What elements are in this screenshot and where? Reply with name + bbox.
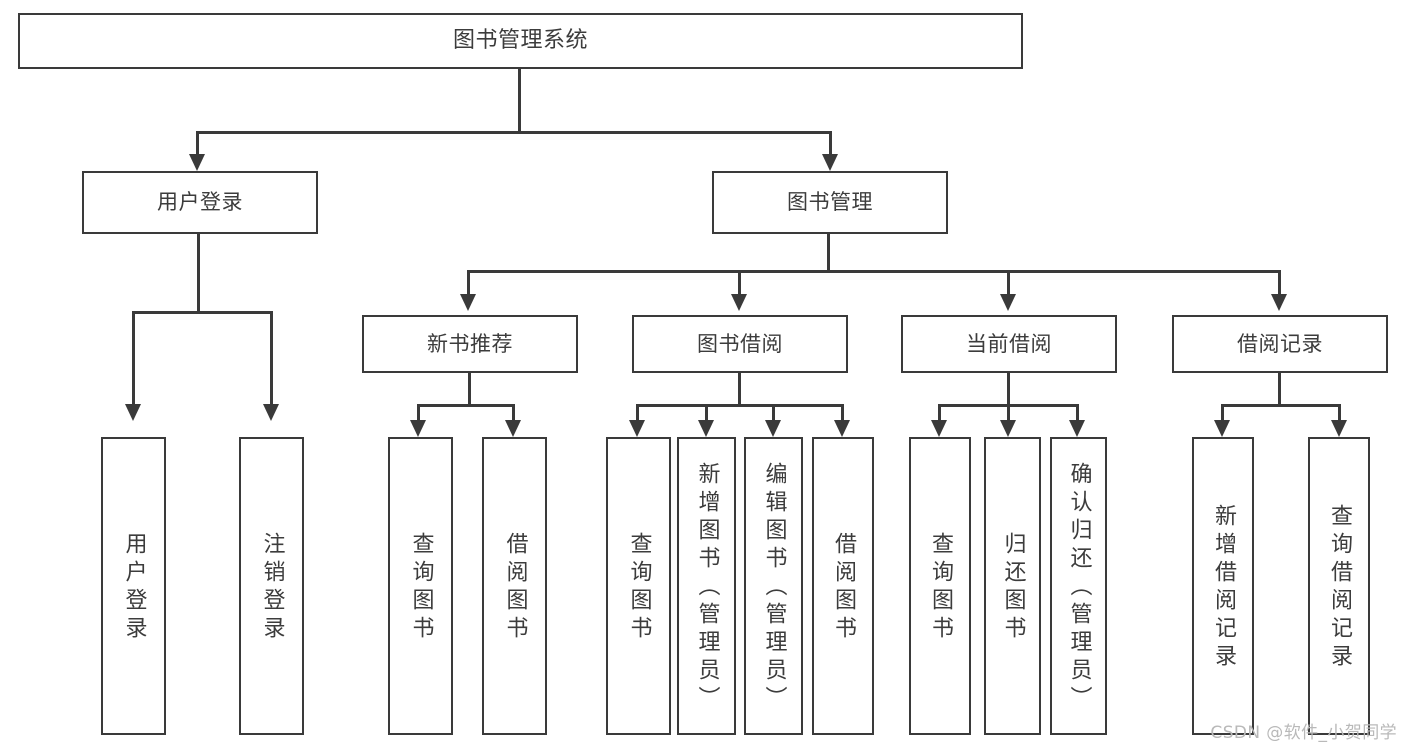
node-label: 新增借阅记录 bbox=[1210, 504, 1236, 672]
connector-root-stem bbox=[518, 69, 521, 132]
connector-leaf-drop-9 bbox=[1221, 404, 1224, 420]
connector-leaf-drop-5 bbox=[841, 404, 844, 420]
node-label: 查询借阅记录 bbox=[1326, 504, 1352, 672]
node-label: 借阅图书 bbox=[502, 532, 528, 644]
node-level1-0[interactable]: 用户登录 bbox=[82, 171, 318, 234]
node-label: 当前借阅 bbox=[966, 331, 1052, 356]
node-leaf-2[interactable]: 查询图书 bbox=[388, 437, 453, 735]
connector-login-bar bbox=[133, 311, 272, 314]
node-leaf-0[interactable]: 用户登录 bbox=[101, 437, 166, 735]
node-label: 查询图书 bbox=[927, 532, 953, 644]
watermark: CSDN @软件_小贺同学 bbox=[1210, 723, 1397, 743]
connector-group-stem-1 bbox=[738, 373, 741, 405]
node-leaf-5[interactable]: 新增图书（管理员） bbox=[677, 437, 736, 735]
arrowhead-leaf-2 bbox=[629, 420, 645, 437]
connector-leaf-drop-0 bbox=[417, 404, 420, 420]
node-label: 借阅记录 bbox=[1237, 331, 1323, 356]
node-leaf-9[interactable]: 归还图书 bbox=[984, 437, 1041, 735]
connector-level1-bar bbox=[197, 131, 832, 134]
connector-group-bar-0 bbox=[418, 404, 514, 407]
connector-leaf-drop-2 bbox=[636, 404, 639, 420]
node-label: 归还图书 bbox=[1000, 532, 1026, 644]
node-label: 图书管理 bbox=[787, 190, 873, 215]
arrowhead-manage-0 bbox=[460, 294, 476, 311]
connector-login-drop-1 bbox=[270, 311, 273, 404]
connector-leaf-drop-7 bbox=[1007, 404, 1010, 420]
node-level2-1[interactable]: 图书借阅 bbox=[632, 315, 848, 373]
arrowhead-leaf-5 bbox=[834, 420, 850, 437]
node-leaf-1[interactable]: 注销登录 bbox=[239, 437, 304, 735]
node-level2-2[interactable]: 当前借阅 bbox=[901, 315, 1117, 373]
connector-leaf-drop-3 bbox=[705, 404, 708, 420]
connector-group-bar-3 bbox=[1222, 404, 1339, 407]
node-leaf-10[interactable]: 确认归还（管理员） bbox=[1050, 437, 1107, 735]
connector-group-stem-2 bbox=[1007, 373, 1010, 405]
connector-manage-drop-2 bbox=[1007, 270, 1010, 294]
connector-login-stem bbox=[197, 234, 200, 312]
node-leaf-6[interactable]: 编辑图书（管理员） bbox=[744, 437, 803, 735]
arrowhead-login-0 bbox=[125, 404, 141, 421]
connector-group-stem-0 bbox=[468, 373, 471, 405]
connector-login-drop-0 bbox=[132, 311, 135, 404]
connector-leaf-drop-10 bbox=[1338, 404, 1341, 420]
arrowhead-manage-1 bbox=[731, 294, 747, 311]
arrowhead-leaf-1 bbox=[505, 420, 521, 437]
arrowhead-leaf-8 bbox=[1069, 420, 1085, 437]
node-level2-3[interactable]: 借阅记录 bbox=[1172, 315, 1388, 373]
arrowhead-leaf-4 bbox=[765, 420, 781, 437]
node-label: 查询图书 bbox=[626, 532, 652, 644]
node-label: 用户登录 bbox=[157, 190, 243, 215]
node-leaf-8[interactable]: 查询图书 bbox=[909, 437, 971, 735]
arrowhead-leaf-7 bbox=[1000, 420, 1016, 437]
arrowhead-leaf-9 bbox=[1214, 420, 1230, 437]
node-label: 新书推荐 bbox=[427, 331, 513, 356]
connector-group-bar-1 bbox=[637, 404, 843, 407]
node-label: 确认归还（管理员） bbox=[1066, 462, 1092, 714]
node-root[interactable]: 图书管理系统 bbox=[18, 13, 1023, 69]
connector-group-stem-3 bbox=[1278, 373, 1281, 405]
node-level2-0[interactable]: 新书推荐 bbox=[362, 315, 578, 373]
connector-manage-drop-3 bbox=[1278, 270, 1281, 294]
node-level1-1[interactable]: 图书管理 bbox=[712, 171, 948, 234]
arrowhead-level1-1 bbox=[822, 154, 838, 171]
connector-manage-stem bbox=[827, 234, 830, 271]
node-leaf-7[interactable]: 借阅图书 bbox=[812, 437, 874, 735]
node-label: 图书借阅 bbox=[697, 331, 783, 356]
node-label: 图书管理系统 bbox=[452, 28, 588, 54]
arrowhead-leaf-3 bbox=[698, 420, 714, 437]
node-leaf-11[interactable]: 新增借阅记录 bbox=[1192, 437, 1254, 735]
node-leaf-12[interactable]: 查询借阅记录 bbox=[1308, 437, 1370, 735]
connector-leaf-drop-1 bbox=[512, 404, 515, 420]
connector-leaf-drop-6 bbox=[938, 404, 941, 420]
connector-leaf-drop-4 bbox=[772, 404, 775, 420]
connector-leaf-drop-8 bbox=[1076, 404, 1079, 420]
arrowhead-manage-2 bbox=[1000, 294, 1016, 311]
arrowhead-login-1 bbox=[263, 404, 279, 421]
node-leaf-4[interactable]: 查询图书 bbox=[606, 437, 671, 735]
node-label: 用户登录 bbox=[121, 532, 147, 644]
connector-manage-drop-0 bbox=[467, 270, 470, 294]
arrowhead-manage-3 bbox=[1271, 294, 1287, 311]
node-label: 查询图书 bbox=[408, 532, 434, 644]
connector-manage-drop-1 bbox=[738, 270, 741, 294]
arrowhead-leaf-10 bbox=[1331, 420, 1347, 437]
node-label: 注销登录 bbox=[259, 532, 285, 644]
node-label: 新增图书（管理员） bbox=[694, 462, 720, 714]
connector-level1-drop-1 bbox=[829, 131, 832, 154]
arrowhead-leaf-0 bbox=[410, 420, 426, 437]
connector-manage-bar bbox=[468, 270, 1280, 273]
connector-level1-drop-0 bbox=[196, 131, 199, 154]
arrowhead-level1-0 bbox=[189, 154, 205, 171]
node-label: 编辑图书（管理员） bbox=[761, 462, 787, 714]
node-leaf-3[interactable]: 借阅图书 bbox=[482, 437, 547, 735]
node-label: 借阅图书 bbox=[830, 532, 856, 644]
arrowhead-leaf-6 bbox=[931, 420, 947, 437]
